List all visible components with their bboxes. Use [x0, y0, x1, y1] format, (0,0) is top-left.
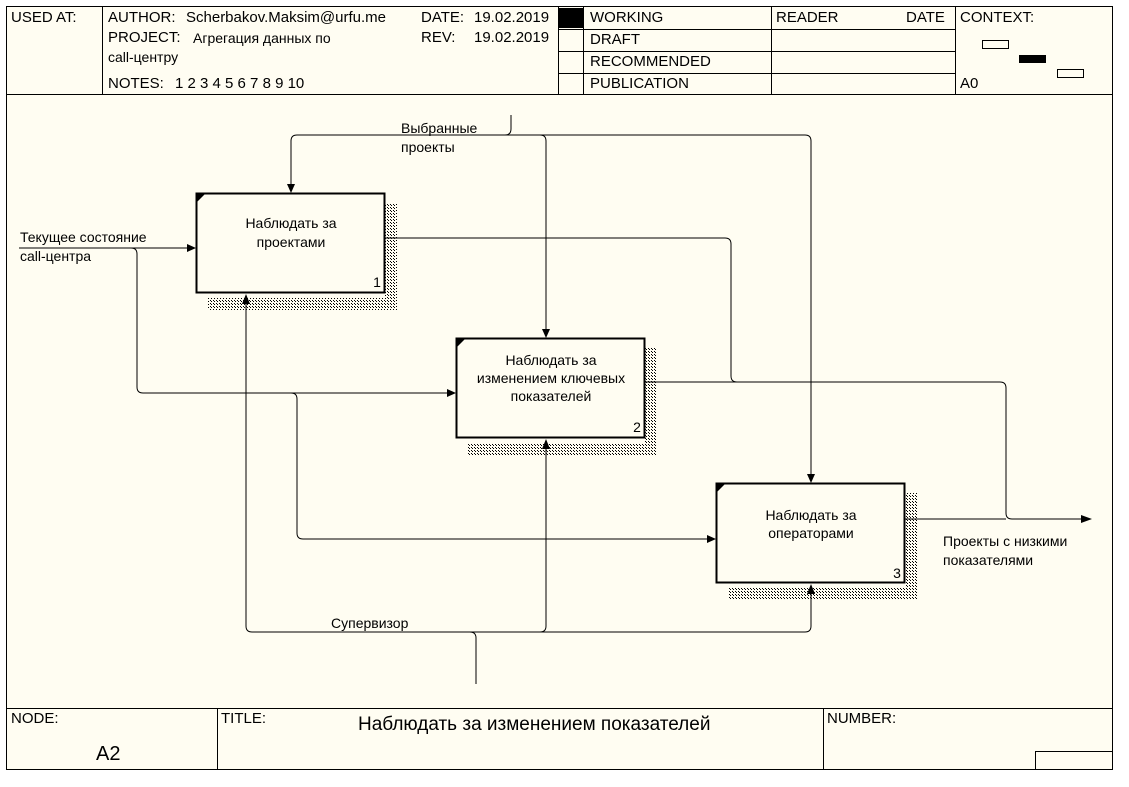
box-1-number: 1: [373, 274, 381, 290]
arrowhead: [542, 329, 550, 338]
box-3-label-line1: Наблюдать за: [765, 507, 856, 523]
author-value: Scherbakov.Maksim@urfu.me: [186, 9, 387, 26]
arrow-line: [540, 593, 812, 633]
arrow-line: [505, 134, 547, 332]
arrowhead: [447, 389, 456, 397]
divider: [102, 7, 103, 94]
input-arrow-call-center-state[interactable]: [19, 244, 716, 543]
box-3-label-line2: операторами: [768, 525, 853, 541]
reader-date-label: DATE: [906, 9, 945, 26]
context-box: [1057, 69, 1084, 78]
arrow-line: [245, 303, 477, 684]
output-label-line2: показателями: [943, 552, 1033, 568]
box-2-number: 2: [633, 419, 641, 435]
output-arrow-low-kpi-projects[interactable]: [385, 237, 1092, 523]
box-shadow: [468, 348, 657, 455]
status-publication: PUBLICATION: [590, 75, 689, 92]
box-2-label-line3: показателей: [511, 388, 592, 404]
arrowhead: [807, 584, 815, 594]
divider: [217, 708, 218, 770]
box-frame: [455, 337, 646, 439]
status-recommended: RECOMMENDED: [590, 53, 711, 70]
box-shadow: [728, 493, 917, 600]
footer-top-border: [7, 708, 1112, 709]
context-box-current: [1019, 55, 1046, 63]
diagram-title: Наблюдать за изменением показателей: [358, 714, 711, 735]
box-corner-mark: [717, 484, 725, 492]
arrowhead: [707, 535, 716, 543]
divider: [558, 51, 955, 52]
header-bottom-border: [7, 94, 1112, 95]
control-arrow-selected-projects[interactable]: [287, 115, 815, 483]
box-corner-mark: [197, 194, 205, 202]
divider: [558, 7, 559, 94]
number-label: NUMBER:: [827, 710, 897, 727]
context-label: CONTEXT:: [960, 9, 1035, 26]
divider: [558, 73, 955, 74]
working-status-marker: [559, 8, 583, 28]
idef0-diagram: Наблюдать за проектами 1 Наблюдать за из…: [19, 115, 1092, 684]
control-label-line1: Выбранные: [401, 120, 478, 136]
divider: [558, 29, 955, 30]
date-label: DATE:: [421, 9, 465, 26]
arrowhead: [542, 439, 550, 449]
project-label: PROJECT:: [108, 29, 181, 46]
arrowhead: [242, 294, 250, 304]
box-shadow: [208, 203, 397, 310]
arrowhead: [1081, 515, 1092, 523]
divider: [823, 708, 824, 770]
mechanism-arrow-supervisor[interactable]: [242, 294, 815, 684]
divider: [955, 7, 956, 94]
rev-value: 19.02.2019: [474, 29, 550, 46]
author-label: AUTHOR:: [108, 9, 176, 26]
reader-label: READER: [776, 9, 839, 26]
context-box: [982, 40, 1009, 49]
activity-box-1[interactable]: Наблюдать за проектами 1: [195, 192, 398, 311]
box-1-label-line2: проектами: [257, 234, 326, 250]
date-value: 19.02.2019: [474, 9, 550, 26]
box-frame: [715, 482, 906, 584]
notes-label: NOTES:: [108, 75, 164, 92]
input-label-line2: call-центра: [20, 248, 91, 264]
notes-numbers: 1 2 3 4 5 6 7 8 9 10: [175, 75, 305, 92]
node-value: A2: [96, 743, 121, 765]
page-number-cell: [1035, 751, 1112, 770]
status-draft: DRAFT: [590, 31, 640, 48]
output-label-line1: Проекты с низкими: [943, 533, 1067, 549]
arrow-line: [470, 448, 547, 633]
arrow-line: [290, 392, 710, 540]
title-label: TITLE:: [221, 710, 267, 727]
box-corner-mark: [457, 339, 465, 347]
used-at-label: USED AT:: [11, 9, 77, 26]
arrowhead: [807, 474, 815, 483]
arrow-line: [731, 381, 1084, 520]
project-value-line1: Агрегация данных по: [193, 30, 331, 46]
arrow-line: [540, 134, 812, 477]
divider: [583, 7, 584, 94]
arrow-line: [290, 115, 512, 187]
mechanism-label: Супервизор: [331, 615, 409, 631]
control-label-line2: проекты: [401, 139, 455, 155]
activity-box-2[interactable]: Наблюдать за изменением ключевых показат…: [455, 337, 658, 456]
project-value-line2: call-центру: [108, 49, 179, 65]
box-frame: [195, 192, 386, 294]
input-label-line1: Текущее состояние: [20, 229, 147, 245]
box-2-label-line1: Наблюдать за: [505, 352, 596, 368]
node-label: NODE:: [11, 710, 59, 727]
box-3-number: 3: [893, 565, 901, 581]
arrowhead: [187, 244, 196, 252]
activity-box-3[interactable]: Наблюдать за операторами 3: [715, 482, 918, 601]
status-working: WORKING: [590, 9, 664, 26]
context-node: A0: [960, 75, 979, 92]
box-1-label-line1: Наблюдать за: [245, 215, 336, 231]
divider: [771, 7, 772, 94]
box-2-label-line2: изменением ключевых: [477, 370, 625, 386]
rev-label: REV:: [421, 29, 456, 46]
arrow-line: [130, 247, 450, 394]
arrowhead: [287, 184, 295, 193]
idef0-sheet: USED AT: AUTHOR: Scherbakov.Maksim@urfu.…: [6, 6, 1113, 770]
